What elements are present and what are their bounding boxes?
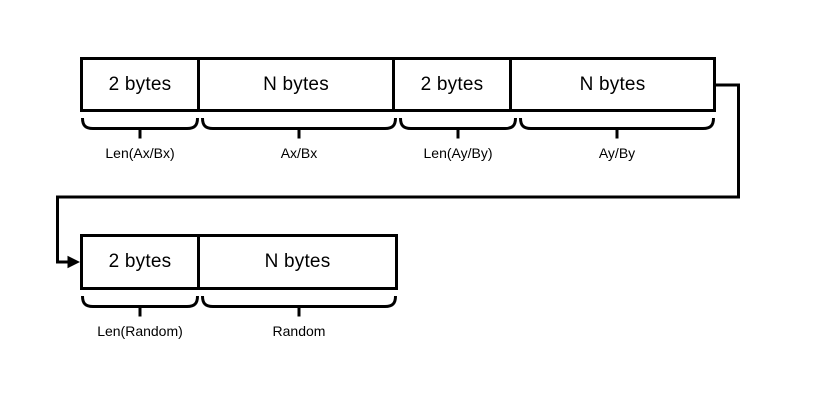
- arrowhead-icon: [67, 255, 80, 269]
- field-size-label: N bytes: [263, 73, 329, 95]
- field-annotation: Len(Ax/Bx): [80, 118, 200, 161]
- packet-row-1-braces: Len(Ax/Bx) Ax/Bx Len(Ay/By) Ay/By: [80, 118, 716, 161]
- field-annotation: Len(Random): [80, 296, 200, 339]
- packet-row-1: 2 bytes N bytes 2 bytes N bytes Len(Ax/B…: [80, 57, 716, 161]
- underbrace-icon: [81, 118, 199, 139]
- field-name-label: Ax/Bx: [280, 145, 318, 161]
- field-box-len-ayby: 2 bytes: [395, 60, 512, 109]
- packet-row-2-braces: Len(Random) Random: [80, 296, 398, 339]
- underbrace-icon: [81, 296, 199, 317]
- field-annotation: Len(Ay/By): [398, 118, 518, 161]
- underbrace-icon: [201, 296, 397, 317]
- field-size-label: N bytes: [579, 73, 646, 95]
- field-size-label: N bytes: [264, 251, 331, 272]
- field-size-label: 2 bytes: [420, 73, 484, 95]
- field-size-label: 2 bytes: [108, 251, 172, 272]
- field-name-label: Len(Ay/By): [423, 145, 493, 161]
- field-box-axbx: N bytes: [200, 60, 395, 109]
- field-box-len-random: 2 bytes: [83, 237, 200, 287]
- field-box-random: N bytes: [200, 237, 395, 287]
- field-box-len-axbx: 2 bytes: [83, 60, 200, 109]
- field-annotation: Ay/By: [518, 118, 716, 161]
- field-name-label: Ay/By: [598, 145, 636, 161]
- underbrace-icon: [399, 118, 517, 139]
- packet-row-2-boxes: 2 bytes N bytes: [80, 234, 398, 290]
- field-annotation: Ax/Bx: [200, 118, 398, 161]
- field-name-label: Len(Random): [97, 323, 183, 339]
- field-box-ayby: N bytes: [512, 60, 713, 109]
- underbrace-icon: [201, 118, 397, 139]
- field-name-label: Len(Ax/Bx): [105, 145, 175, 161]
- packet-row-2: 2 bytes N bytes Len(Random) Random: [80, 234, 398, 339]
- field-annotation: Random: [200, 296, 398, 339]
- field-size-label: 2 bytes: [108, 73, 172, 95]
- field-name-label: Random: [272, 323, 326, 339]
- packet-row-1-boxes: 2 bytes N bytes 2 bytes N bytes: [80, 57, 716, 112]
- underbrace-icon: [519, 118, 715, 139]
